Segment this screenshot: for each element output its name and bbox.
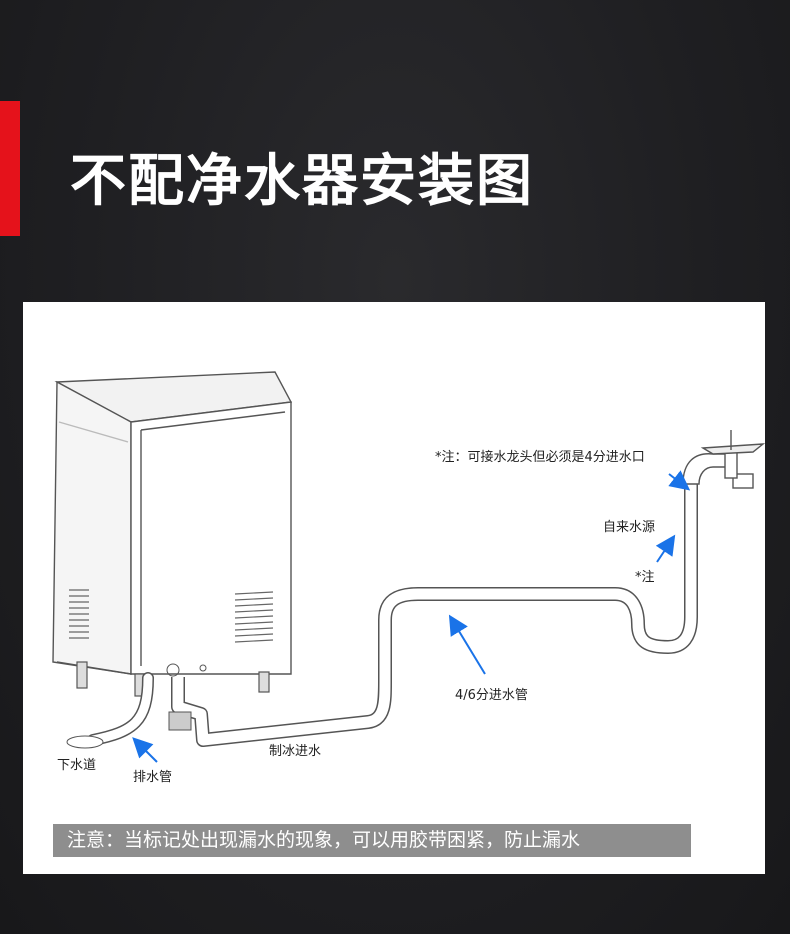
inlet-port (166, 663, 180, 677)
title-accent-bar (0, 101, 20, 236)
right-vent (234, 591, 274, 643)
drain-label: 下水道 (57, 758, 97, 773)
installation-diagram: *注：可接水龙头但必须是4分进水口 自来水源 *注 4/6分进水管 制冰进水 下… (23, 302, 765, 874)
water-source-label: 自来水源 (603, 520, 656, 535)
floor-drain (66, 735, 104, 749)
tap-note-label: *注：可接水龙头但必须是4分进水口 (435, 450, 645, 465)
note-marker-label: *注 (635, 570, 655, 585)
page-title: 不配净水器安装图 (70, 149, 534, 214)
drain-pipe-label: 排水管 (133, 770, 173, 785)
inlet-pipe-label: 4/6分进水管 (455, 688, 528, 703)
warning-banner: 注意：当标记处出现漏水的现象，可以用胶带困紧，防止漏水 (53, 824, 691, 857)
pointer-arrows (132, 470, 691, 763)
diagram-drawing (52, 371, 765, 763)
faucet (682, 430, 765, 489)
ice-inlet-label: 制冰进水 (269, 744, 322, 759)
ice-machine (52, 371, 293, 675)
valve (168, 711, 192, 731)
left-vent (69, 589, 89, 639)
